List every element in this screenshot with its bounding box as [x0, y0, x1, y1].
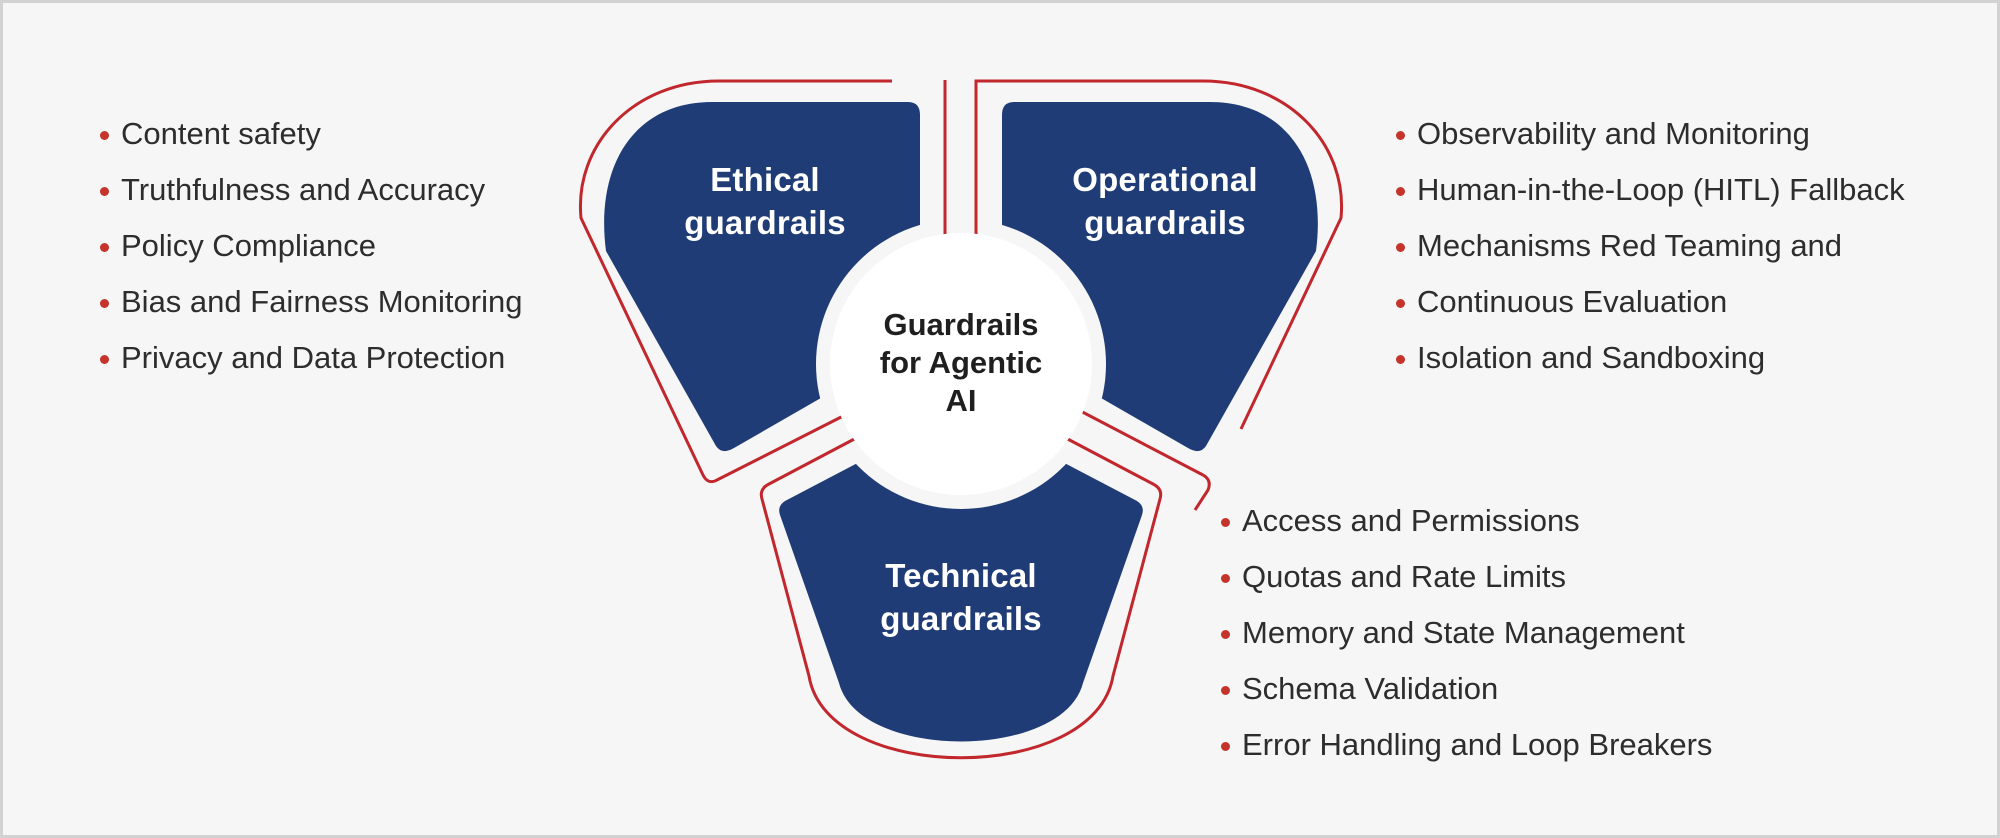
ethical-petal-label-line2: guardrails: [684, 204, 846, 241]
list-item-text: Truthfulness and Accuracy: [121, 172, 486, 207]
list-item-text: Error Handling and Loop Breakers: [1242, 727, 1713, 762]
diagram-title-line2: for Agentic: [879, 345, 1043, 380]
bullet-icon: [1221, 685, 1230, 695]
technical-outline: [759, 424, 1163, 760]
operational-petal-label-line1: Operational: [1072, 161, 1258, 198]
list-item: Mechanisms Red Teaming and: [1396, 218, 1905, 274]
ethical-list: Content safety Truthfulness and Accuracy…: [100, 106, 522, 386]
bullet-icon: [1221, 573, 1230, 583]
list-item: Quotas and Rate Limits: [1221, 549, 1712, 605]
list-item: Content safety: [100, 106, 522, 162]
center-circle: [830, 233, 1092, 495]
list-item: Bias and Fairness Monitoring: [100, 274, 522, 330]
technical-list: Access and Permissions Quotas and Rate L…: [1221, 493, 1712, 773]
list-item-text: Human-in-the-Loop (HITL) Fallback: [1417, 172, 1905, 207]
operational-list: Observability and Monitoring Human-in-th…: [1396, 106, 1905, 386]
operational-petal-label: Operational guardrails: [1045, 158, 1285, 244]
bullet-icon: [1221, 741, 1230, 751]
list-item: Human-in-the-Loop (HITL) Fallback: [1396, 162, 1905, 218]
list-item-text: Schema Validation: [1242, 671, 1499, 706]
list-item-text: Privacy and Data Protection: [121, 340, 506, 375]
technical-petal-label-line1: Technical: [885, 557, 1037, 594]
list-item-text: Observability and Monitoring: [1417, 116, 1810, 151]
bullet-icon: [1396, 186, 1405, 196]
list-item-text: Memory and State Management: [1242, 615, 1685, 650]
list-item-text: Access and Permissions: [1242, 503, 1580, 538]
bullet-icon: [1396, 130, 1405, 140]
list-item: Memory and State Management: [1221, 605, 1712, 661]
list-item-text: Quotas and Rate Limits: [1242, 559, 1566, 594]
list-item: Truthfulness and Accuracy: [100, 162, 522, 218]
operational-outline-channel: [1068, 403, 1211, 511]
bullet-icon: [1396, 242, 1405, 252]
list-item: Schema Validation: [1221, 661, 1712, 717]
list-item: Access and Permissions: [1221, 493, 1712, 549]
bullet-icon: [100, 186, 109, 196]
diagram-title-line3: AI: [945, 383, 977, 418]
technical-petal-shape: [779, 436, 1143, 742]
list-item-text: Policy Compliance: [121, 228, 376, 263]
bullet-icon: [1221, 517, 1230, 527]
technical-petal-label: Technical guardrails: [851, 554, 1071, 640]
bullet-icon: [100, 242, 109, 252]
bullet-icon: [100, 298, 109, 308]
diagram-title: Guardrails for Agentic AI: [831, 306, 1091, 420]
list-item: Error Handling and Loop Breakers: [1221, 717, 1712, 773]
trefoil-diagram: [578, 79, 1344, 760]
bullet-icon: [1396, 354, 1405, 364]
list-item: Privacy and Data Protection: [100, 330, 522, 386]
technical-petal-label-line2: guardrails: [880, 600, 1042, 637]
list-item-text: Mechanisms Red Teaming and: [1417, 228, 1843, 263]
operational-outline: [974, 79, 1344, 430]
bullet-icon: [1396, 298, 1405, 308]
diagram-title-line1: Guardrails: [883, 307, 1039, 342]
bullet-icon: [1221, 629, 1230, 639]
operational-petal-label-line2: guardrails: [1084, 204, 1246, 241]
list-item-text: Content safety: [121, 116, 321, 151]
list-item-text: Isolation and Sandboxing: [1417, 340, 1766, 375]
bullet-icon: [100, 354, 109, 364]
list-item-text: Bias and Fairness Monitoring: [121, 284, 523, 319]
list-item: Isolation and Sandboxing: [1396, 330, 1905, 386]
list-item-text: Continuous Evaluation: [1417, 284, 1728, 319]
ethical-petal-label: Ethical guardrails: [655, 158, 875, 244]
ethical-outline: [578, 79, 892, 484]
bullet-icon: [100, 130, 109, 140]
ethical-petal-label-line1: Ethical: [710, 161, 820, 198]
list-item: Continuous Evaluation: [1396, 274, 1905, 330]
list-item: Policy Compliance: [100, 218, 522, 274]
list-item: Observability and Monitoring: [1396, 106, 1905, 162]
